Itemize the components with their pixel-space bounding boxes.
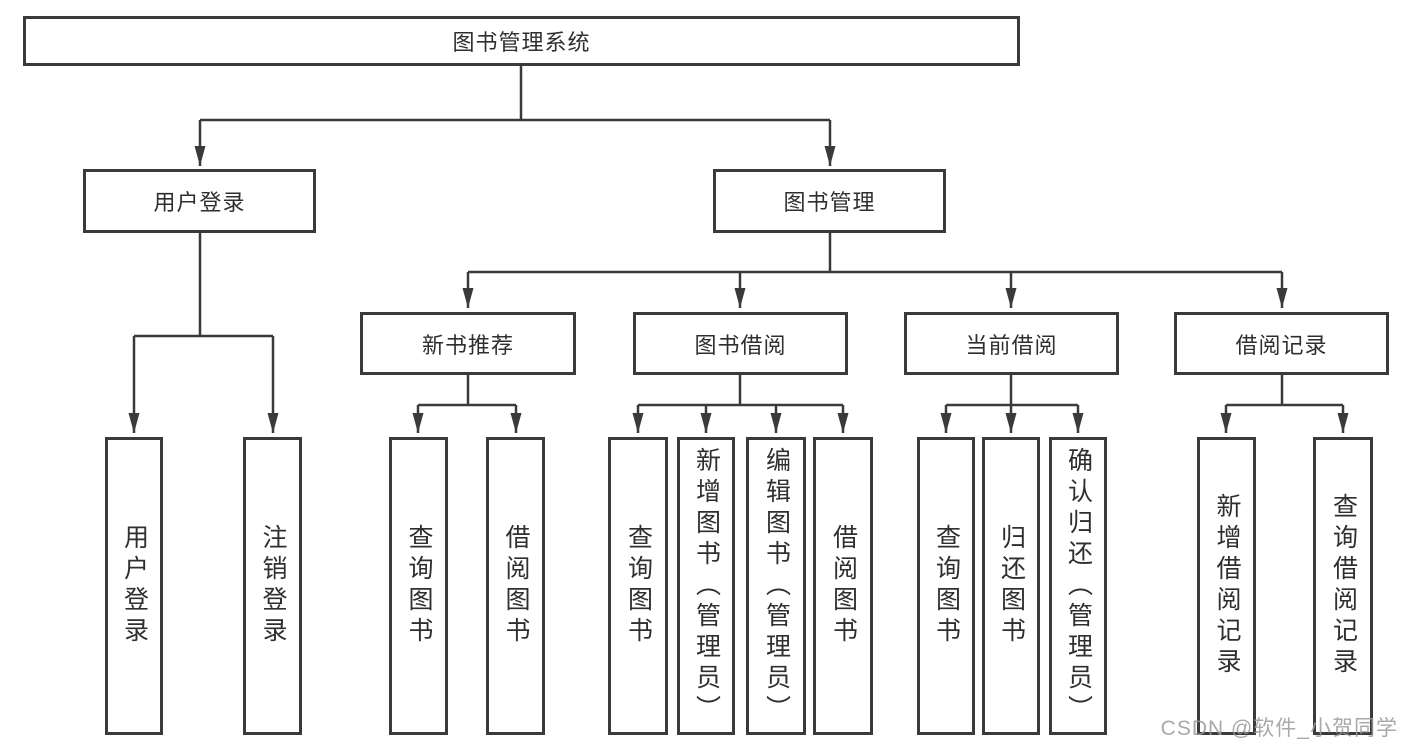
leaf-return-books: 归还图书: [982, 437, 1040, 735]
leaf-logout: 注销登录: [243, 437, 302, 735]
leaf-query-books: 查询图书: [608, 437, 668, 735]
leaf-user-login: 用户登录: [105, 437, 163, 735]
leaf-borrow-books: 借阅图书: [486, 437, 545, 735]
leaf-edit-books-admin: 编辑图书（管理员）: [746, 437, 806, 735]
node-book-management: 图书管理: [713, 169, 946, 233]
leaf-query-books: 查询图书: [917, 437, 975, 735]
leaf-add-borrow-record: 新增借阅记录: [1197, 437, 1256, 735]
leaf-add-books-admin: 新增图书（管理员）: [677, 437, 735, 735]
node-new-book-recommend: 新书推荐: [360, 312, 576, 375]
node-user-login: 用户登录: [83, 169, 316, 233]
node-borrow-records: 借阅记录: [1174, 312, 1389, 375]
node-root-system: 图书管理系统: [23, 16, 1020, 66]
leaf-borrow-books: 借阅图书: [813, 437, 873, 735]
node-current-borrowing: 当前借阅: [904, 312, 1119, 375]
node-book-borrowing: 图书借阅: [633, 312, 848, 375]
leaf-confirm-return-admin: 确认归还（管理员）: [1049, 437, 1107, 735]
csdn-watermark: CSDN @软件_小贺同学: [1160, 717, 1398, 740]
leaf-query-borrow-record: 查询借阅记录: [1313, 437, 1373, 735]
leaf-query-books: 查询图书: [389, 437, 448, 735]
